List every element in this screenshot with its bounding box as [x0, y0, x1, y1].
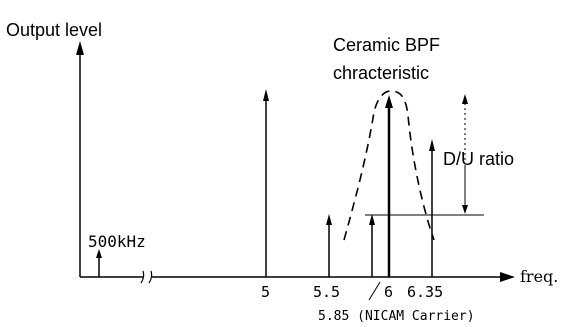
- carrier-5-5-arrowhead: [326, 214, 332, 225]
- tick-label-6-35: 6.35: [407, 283, 443, 301]
- axis-break-right: [148, 270, 153, 284]
- du-measure-bottom-arrowhead: [462, 205, 468, 214]
- y-axis-label: Output level: [6, 20, 102, 40]
- carrier-500khz-label: 500kHz: [88, 232, 146, 251]
- bpf-label-line2: chracteristic: [333, 63, 429, 83]
- du-measure-top-arrowhead: [462, 94, 468, 104]
- carrier-6-35-arrowhead: [429, 139, 435, 151]
- carrier-500khz-arrowhead: [96, 249, 102, 258]
- nicam-label: 5.85 (NICAM Carrier): [318, 309, 475, 324]
- bpf-label-line1: Ceramic BPF: [333, 35, 440, 55]
- tick-label-5-5: 5.5: [313, 283, 340, 301]
- y-axis-arrowhead: [76, 41, 84, 55]
- bpf-curve: [343, 90, 435, 241]
- tick-label-6: 6: [384, 283, 393, 301]
- x-axis-arrowhead: [500, 272, 515, 282]
- carrier-5-arrowhead: [263, 89, 269, 101]
- axis-break-left: [140, 270, 145, 284]
- carrier-5-85-arrowhead: [369, 214, 375, 225]
- nicam-pointer: [368, 281, 381, 301]
- tick-label-5: 5: [261, 283, 270, 301]
- carrier-6-arrowhead: [385, 95, 393, 108]
- du-ratio-label: D/U ratio: [443, 149, 514, 169]
- x-axis-label: freq.: [520, 267, 558, 286]
